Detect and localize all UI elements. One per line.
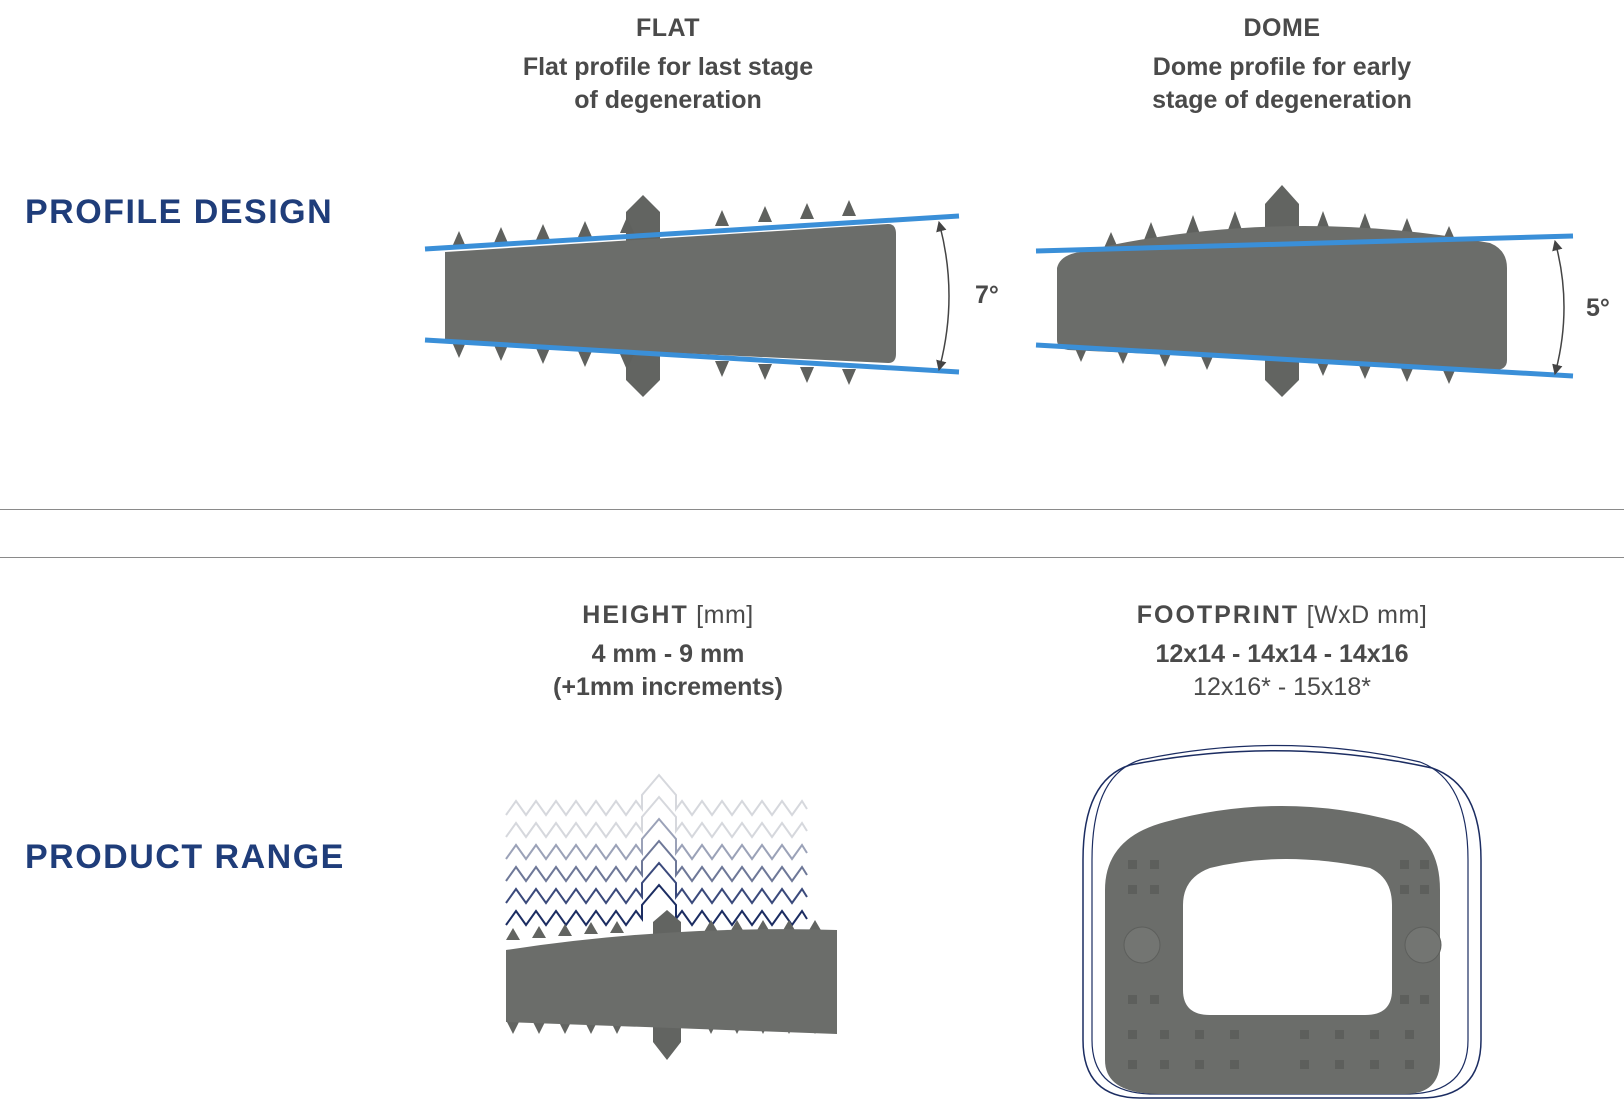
footprint-value: 12x14 - 14x14 - 14x16 bbox=[1155, 640, 1409, 668]
footprint-unit: [WxD mm] bbox=[1306, 601, 1428, 629]
flat-angle-label: 7° bbox=[975, 281, 999, 309]
dome-profile-heading: DOME Dome profile for early stage of deg… bbox=[1042, 14, 1522, 117]
section-title-profile-design: PROFILE DESIGN bbox=[25, 193, 334, 231]
flat-implant-illustration bbox=[424, 195, 960, 397]
footprint-note: 12x16* - 15x18* bbox=[1193, 673, 1371, 701]
angle-arrow bbox=[936, 220, 950, 372]
height-heading: HEIGHT [mm] 4 mm - 9 mm (+1mm increments… bbox=[428, 601, 908, 704]
dome-angle-label: 5° bbox=[1586, 294, 1610, 322]
angle-arrow bbox=[1552, 239, 1565, 376]
footprint-title: FOOTPRINT bbox=[1136, 601, 1300, 629]
flat-description-line2: of degeneration bbox=[574, 86, 762, 114]
flat-profile-heading: FLAT Flat profile for last stage of dege… bbox=[428, 14, 908, 117]
height-unit: [mm] bbox=[696, 601, 754, 629]
divider-bottom bbox=[0, 557, 1624, 558]
height-title: HEIGHT bbox=[582, 601, 689, 629]
dome-implant-illustration bbox=[1035, 185, 1574, 397]
flat-description-line1: Flat profile for last stage bbox=[522, 53, 814, 81]
flat-title: FLAT bbox=[635, 14, 700, 42]
dome-description-line1: Dome profile for early bbox=[1152, 53, 1412, 81]
footprint-heading: FOOTPRINT [WxD mm] 12x14 - 14x14 - 14x16… bbox=[1042, 601, 1522, 704]
height-note: (+1mm increments) bbox=[553, 673, 783, 701]
section-title-product-range: PRODUCT RANGE bbox=[25, 838, 345, 876]
footprint-illustration bbox=[1082, 744, 1482, 1099]
height-value: 4 mm - 9 mm bbox=[591, 640, 745, 668]
divider-top bbox=[0, 509, 1624, 510]
dome-description-line2: stage of degeneration bbox=[1152, 86, 1412, 114]
height-range-illustration bbox=[505, 773, 837, 1060]
dome-title: DOME bbox=[1243, 14, 1321, 42]
